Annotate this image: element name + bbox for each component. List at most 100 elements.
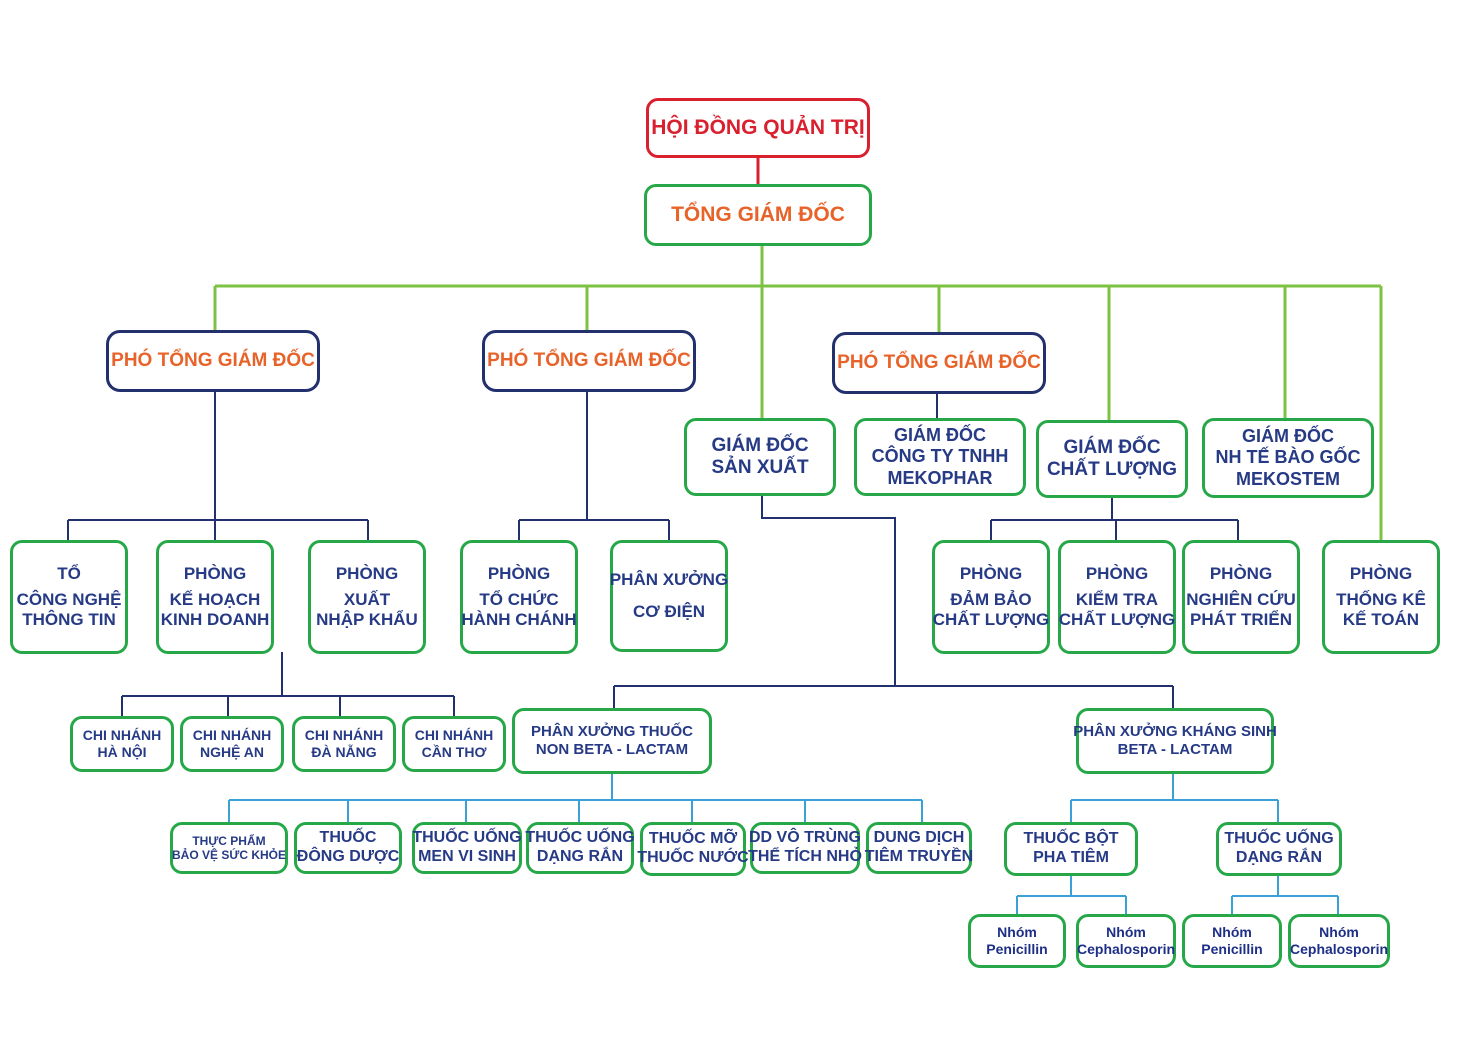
deputy-label: PHÓ TỔNG GIÁM ĐỐC bbox=[487, 349, 691, 371]
branch-label: CẦN THƠ bbox=[421, 744, 487, 760]
penicillin-group-box-1: Nhóm Penicillin bbox=[968, 914, 1066, 968]
dept-label: PHÒNG bbox=[335, 563, 399, 583]
unit-label: THUỐC UỐNG bbox=[525, 829, 635, 847]
powder-injection-unit-box: THUỐC BỘT PHA TIÊM bbox=[1004, 822, 1138, 876]
production-director-box: GIÁM ĐỐC SẢN XUẤT bbox=[684, 418, 836, 496]
penicillin-group-box-2: Nhóm Penicillin bbox=[1182, 914, 1282, 968]
group-label: Nhóm bbox=[1319, 924, 1359, 941]
quality-director-box: GIÁM ĐỐC CHẤT LƯỢNG bbox=[1036, 420, 1188, 498]
it-team-box: TỔ CÔNG NGHỆ THÔNG TIN bbox=[10, 540, 128, 654]
cephalosporin-group-box-2: Nhóm Cephalosporin bbox=[1288, 914, 1390, 968]
dept-label: CƠ ĐIỆN bbox=[632, 602, 706, 621]
board-of-directors-box: HỘI ĐỒNG QUẢN TRỊ bbox=[646, 98, 870, 158]
branch-nghean-box: CHI NHÁNH NGHỆ AN bbox=[180, 716, 284, 772]
dept-label: THỐNG KÊ bbox=[1336, 589, 1426, 609]
dept-label: PHÒNG bbox=[1349, 563, 1413, 583]
supplement-unit-box: THỰC PHẨM BẢO VỆ SỨC KHỎE bbox=[170, 822, 288, 874]
dept-label: NHẬP KHẨU bbox=[316, 610, 418, 630]
unit-label: THUỐC MỠ bbox=[648, 830, 738, 848]
dept-label: PHÂN XƯỞNG bbox=[609, 569, 729, 589]
dept-label: PHÒNG bbox=[1209, 563, 1273, 583]
qa-dept-box: PHÒNG ĐẢM BẢO CHẤT LƯỢNG bbox=[932, 540, 1050, 654]
group-label: Cephalosporin bbox=[1077, 941, 1176, 957]
unit-label: THUỐC bbox=[319, 829, 377, 847]
dept-label: PHÒNG bbox=[1085, 563, 1149, 583]
sterile-small-volume-unit-box: DD VÔ TRÙNG THỂ TÍCH NHỎ bbox=[748, 822, 862, 874]
unit-label: BẢO VỆ SỨC KHỎE bbox=[172, 848, 286, 862]
beta-lactam-workshop-box: PHÂN XƯỞNG KHÁNG SINH BETA - LACTAM bbox=[1073, 708, 1277, 774]
ointment-liquid-unit-box: THUỐC MỠ THUỐC NƯỚC bbox=[637, 822, 749, 876]
beta-solid-oral-unit-box: THUỐC UỐNG DẠNG RẮN bbox=[1216, 822, 1342, 876]
dept-label: PHÁT TRIỂN bbox=[1190, 610, 1292, 630]
mekophar-director-box: GIÁM ĐỐC CÔNG TY TNHH MEKOPHAR bbox=[854, 418, 1026, 496]
branch-label: ĐÀ NẴNG bbox=[311, 744, 377, 760]
branch-label: CHI NHÁNH bbox=[192, 727, 272, 744]
director-label: NH TẾ BÀO GỐC bbox=[1215, 447, 1361, 468]
deputy-box-2: PHÓ TỔNG GIÁM ĐỐC bbox=[482, 330, 696, 392]
board-label: HỘI ĐỒNG QUẢN TRỊ bbox=[651, 115, 865, 139]
group-label: Nhóm bbox=[997, 924, 1037, 941]
cephalosporin-group-box-1: Nhóm Cephalosporin bbox=[1076, 914, 1176, 968]
dept-label: PHÒNG bbox=[959, 563, 1023, 583]
unit-label: ĐÔNG DƯỢC bbox=[296, 848, 400, 865]
solid-oral-unit-box: THUỐC UỐNG DẠNG RẮN bbox=[525, 822, 635, 874]
unit-label: THUỐC UỐNG bbox=[1224, 830, 1334, 848]
dept-label: CÔNG NGHỆ bbox=[16, 589, 122, 609]
branch-label: HÀ NỘI bbox=[97, 744, 147, 760]
unit-label: THUỐC BỘT bbox=[1023, 830, 1119, 848]
workshop-label: PHÂN XƯỞNG KHÁNG SINH bbox=[1073, 723, 1277, 741]
business-planning-box: PHÒNG KẾ HOẠCH KINH DOANH bbox=[156, 540, 274, 654]
director-label: GIÁM ĐỐC bbox=[1063, 436, 1161, 458]
accounting-dept-box: PHÒNG THỐNG KÊ KẾ TOÁN bbox=[1322, 540, 1440, 654]
workshop-label: NON BETA - LACTAM bbox=[535, 741, 689, 758]
deputy-box-1: PHÓ TỔNG GIÁM ĐỐC bbox=[106, 330, 320, 392]
non-beta-lactam-workshop-box: PHÂN XƯỞNG THUỐC NON BETA - LACTAM bbox=[512, 708, 712, 774]
dept-label: PHÒNG bbox=[487, 563, 551, 583]
dept-label: TỔ bbox=[57, 563, 81, 583]
probiotic-unit-box: THUỐC UỐNG MEN VI SINH bbox=[412, 822, 522, 874]
unit-label: THUỐC NƯỚC bbox=[637, 849, 749, 866]
import-export-box: PHÒNG XUẤT NHẬP KHẨU bbox=[308, 540, 426, 654]
unit-label: THUỐC UỐNG bbox=[412, 829, 522, 847]
unit-label: DẠNG RẮN bbox=[1235, 849, 1323, 866]
director-label: GIÁM ĐỐC bbox=[1242, 426, 1334, 447]
director-label: SẢN XUẤT bbox=[711, 457, 809, 478]
dept-label: CHẤT LƯỢNG bbox=[1058, 610, 1176, 630]
branch-label: CHI NHÁNH bbox=[414, 727, 494, 744]
deputy-label: PHÓ TỔNG GIÁM ĐỐC bbox=[837, 351, 1041, 373]
workshop-label: PHÂN XƯỞNG THUỐC bbox=[531, 723, 693, 741]
deputy-label: PHÓ TỔNG GIÁM ĐỐC bbox=[111, 349, 315, 371]
dept-label: KIỂM TRA bbox=[1075, 589, 1159, 609]
unit-label: DẠNG RẮN bbox=[536, 848, 624, 865]
dept-label: XUẤT bbox=[343, 589, 391, 609]
dept-label: TỔ CHỨC bbox=[479, 589, 559, 609]
unit-label: TIÊM TRUYỀN bbox=[864, 848, 974, 865]
dept-label: THÔNG TIN bbox=[22, 610, 116, 630]
group-label: Cephalosporin bbox=[1290, 941, 1389, 957]
dept-label: PHÒNG bbox=[183, 563, 247, 583]
branch-label: CHI NHÁNH bbox=[304, 727, 384, 744]
mekostem-director-box: GIÁM ĐỐC NH TẾ BÀO GỐC MEKOSTEM bbox=[1202, 418, 1374, 498]
dept-label: KẾ TOÁN bbox=[1342, 610, 1420, 630]
unit-label: DUNG DỊCH bbox=[873, 829, 965, 847]
branch-cantho-box: CHI NHÁNH CẦN THƠ bbox=[402, 716, 506, 772]
director-label: GIÁM ĐỐC bbox=[894, 425, 986, 446]
ceo-box: TỔNG GIÁM ĐỐC bbox=[644, 184, 872, 246]
qc-dept-box: PHÒNG KIỂM TRA CHẤT LƯỢNG bbox=[1058, 540, 1176, 654]
group-label: Penicillin bbox=[1201, 941, 1263, 957]
dept-label: KINH DOANH bbox=[160, 610, 270, 630]
unit-label: DD VÔ TRÙNG bbox=[749, 829, 861, 847]
dept-label: ĐẢM BẢO bbox=[950, 589, 1032, 609]
dept-label: NGHIÊN CỨU bbox=[1186, 589, 1296, 609]
unit-label: THỰC PHẨM bbox=[192, 833, 266, 848]
director-label: MEKOSTEM bbox=[1235, 468, 1340, 489]
group-label: Nhóm bbox=[1106, 924, 1146, 941]
director-label: CÔNG TY TNHH bbox=[871, 446, 1009, 467]
branch-hanoi-box: CHI NHÁNH HÀ NỘI bbox=[70, 716, 174, 772]
admin-dept-box: PHÒNG TỔ CHỨC HÀNH CHÁNH bbox=[460, 540, 578, 654]
deputy-box-3: PHÓ TỔNG GIÁM ĐỐC bbox=[832, 332, 1046, 394]
rnd-dept-box: PHÒNG NGHIÊN CỨU PHÁT TRIỂN bbox=[1182, 540, 1300, 654]
unit-label: THỂ TÍCH NHỎ bbox=[748, 848, 862, 865]
unit-label: MEN VI SINH bbox=[418, 848, 516, 865]
